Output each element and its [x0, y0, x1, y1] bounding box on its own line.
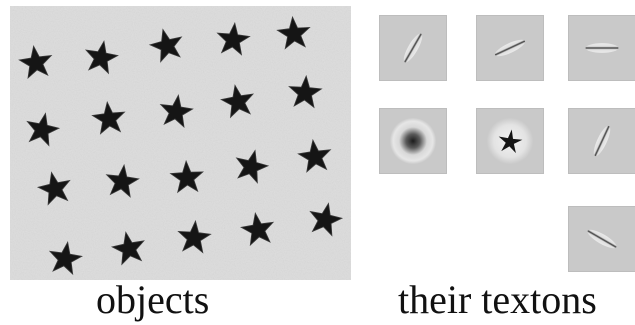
texton-bar-negative-diagonal — [568, 206, 635, 272]
objects-panel — [10, 6, 351, 280]
star-object — [240, 212, 275, 247]
star-object — [276, 15, 311, 50]
star-object — [48, 241, 83, 276]
texton-bar-vertical — [568, 108, 635, 174]
texton-bar-diagonal — [476, 15, 544, 81]
texton-glyph — [389, 117, 437, 165]
texton-bar-steep — [379, 15, 447, 81]
objects-caption: objects — [96, 277, 210, 322]
star-object — [297, 138, 332, 173]
star-object — [177, 219, 212, 254]
star-object — [105, 163, 140, 198]
star-object — [18, 45, 53, 80]
texton-glyph — [587, 229, 617, 249]
textons-caption: their textons — [398, 277, 597, 322]
objects-background — [10, 6, 351, 280]
star-object — [84, 40, 119, 75]
star-object — [91, 100, 126, 135]
texton-blob — [379, 108, 447, 174]
star-object — [36, 171, 71, 206]
texton-glyph — [494, 39, 526, 57]
texton-glyph — [593, 125, 611, 157]
texton-bar-horizontal — [568, 15, 635, 81]
objects-image — [10, 6, 351, 280]
star-object — [288, 74, 323, 109]
texton-glyph — [486, 117, 534, 165]
star-object — [169, 159, 204, 194]
star-object — [309, 202, 344, 237]
star-object — [148, 28, 183, 63]
texton-glyph — [403, 33, 423, 63]
star-object — [216, 21, 251, 56]
star-object — [26, 112, 61, 147]
star-object — [159, 94, 194, 129]
star-object — [110, 231, 145, 266]
texton-glyph — [585, 43, 619, 53]
star-object — [235, 149, 270, 184]
texton-star — [476, 108, 544, 174]
star-object — [220, 84, 255, 119]
